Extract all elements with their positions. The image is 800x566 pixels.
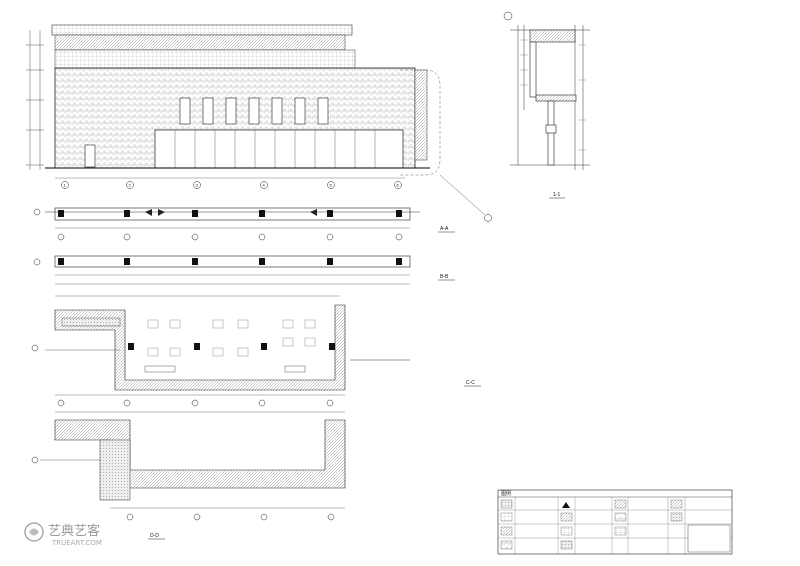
watermark-brand: 艺典艺客 bbox=[48, 523, 100, 539]
plan-a-a: A-A bbox=[33, 207, 455, 241]
section-label-d-d: D-D bbox=[150, 533, 159, 539]
watermark: 艺典艺客 TRUEART.COM bbox=[24, 522, 102, 547]
axis-label: 3 bbox=[196, 183, 199, 188]
section-label-1-1: 1-1 bbox=[553, 192, 560, 198]
axis-label: 6 bbox=[397, 183, 400, 188]
legend-header: 图例 bbox=[501, 490, 511, 497]
plan-c-c: C-C bbox=[31, 295, 481, 407]
section-1-1: 1-1 bbox=[503, 11, 590, 199]
axis-label: 4 bbox=[263, 183, 266, 188]
axis-label: 1 bbox=[64, 183, 67, 188]
axis-label: 2 bbox=[129, 183, 132, 188]
watermark-logo-icon bbox=[24, 522, 44, 542]
watermark-sub: TRUEART.COM bbox=[51, 539, 102, 547]
section-label-c-c: C-C bbox=[466, 380, 475, 386]
section-label-b-b: B-B bbox=[440, 274, 449, 280]
plan-d-d: D-D bbox=[31, 411, 346, 540]
elevation-view: 1 2 3 4 5 6 bbox=[26, 24, 492, 222]
plan-b-b: B-B bbox=[33, 255, 455, 285]
section-label-a-a: A-A bbox=[440, 226, 449, 232]
axis-label: 5 bbox=[330, 183, 333, 188]
legend-table: 图例 bbox=[497, 489, 733, 555]
